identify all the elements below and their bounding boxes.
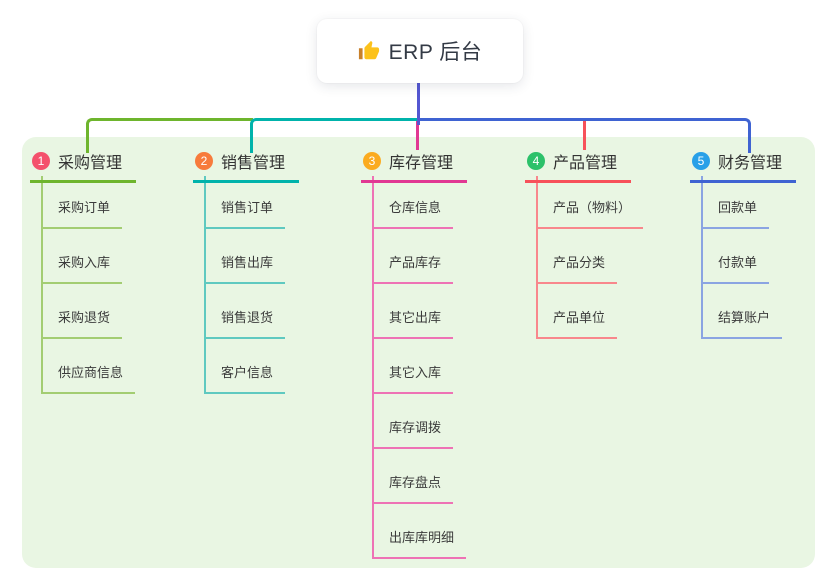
- child-node[interactable]: 销售出库: [206, 229, 286, 284]
- branch-children-2: 销售订单销售出库销售退货客户信息: [204, 176, 286, 394]
- connector-branch-3: [416, 121, 419, 150]
- connector-root-stem: [417, 83, 420, 125]
- child-node[interactable]: 采购退货: [43, 284, 135, 339]
- child-node-label[interactable]: 采购入库: [43, 252, 123, 284]
- branch-index-badge: 3: [363, 152, 381, 170]
- branch-children-3: 仓库信息产品库存其它出库其它入库库存调拨库存盘点出库库明细: [372, 176, 467, 559]
- thumbs-up-icon: [358, 40, 379, 60]
- branch-index-badge: 2: [195, 152, 213, 170]
- child-node-label[interactable]: 其它出库: [374, 307, 454, 339]
- branch-index-badge: 1: [32, 152, 50, 170]
- child-node[interactable]: 采购入库: [43, 229, 135, 284]
- child-node[interactable]: 仓库信息: [374, 176, 466, 229]
- branch-title-3[interactable]: 3 库存管理: [361, 149, 468, 183]
- child-node-label[interactable]: 库存调拨: [374, 417, 454, 449]
- child-node[interactable]: 销售订单: [206, 176, 286, 229]
- child-node-label[interactable]: 结算账户: [703, 307, 783, 339]
- connector-branch-5: [419, 118, 751, 153]
- child-node-label[interactable]: 产品分类: [538, 252, 618, 284]
- child-node[interactable]: 销售退货: [206, 284, 286, 339]
- child-node-label[interactable]: 销售退货: [206, 307, 286, 339]
- connector-branch-4: [583, 121, 586, 150]
- branch-title-label: 库存管理: [389, 155, 454, 172]
- child-node-label[interactable]: 采购订单: [43, 197, 123, 229]
- child-node[interactable]: 结算账户: [703, 284, 783, 339]
- branch-title-5[interactable]: 5 财务管理: [690, 149, 797, 183]
- root-node-label: ERP 后台: [388, 41, 483, 64]
- branch-title-label: 财务管理: [718, 155, 783, 172]
- branch-title-label: 产品管理: [553, 155, 618, 172]
- child-node-label[interactable]: 库存盘点: [374, 472, 454, 504]
- child-node[interactable]: 供应商信息: [43, 339, 136, 394]
- child-node-label[interactable]: 销售订单: [206, 197, 286, 229]
- child-node[interactable]: 产品单位: [538, 284, 643, 339]
- child-node-label[interactable]: 产品库存: [374, 252, 454, 284]
- child-node[interactable]: 出库库明细: [374, 504, 467, 559]
- connector-branch-1: [86, 118, 253, 153]
- child-node[interactable]: 产品库存: [374, 229, 466, 284]
- branch-title-2[interactable]: 2 销售管理: [193, 149, 300, 183]
- child-node-label[interactable]: 其它入库: [374, 362, 454, 394]
- child-node-label[interactable]: 产品（物料）: [538, 197, 644, 229]
- child-node[interactable]: 产品（物料）: [538, 176, 644, 229]
- branch-children-5: 回款单付款单结算账户: [701, 176, 783, 339]
- child-node-label[interactable]: 出库库明细: [374, 527, 467, 559]
- child-node[interactable]: 产品分类: [538, 229, 643, 284]
- child-node[interactable]: 库存调拨: [374, 394, 466, 449]
- branch-title-label: 采购管理: [58, 155, 123, 172]
- branch-index-badge: 4: [527, 152, 545, 170]
- child-node[interactable]: 其它入库: [374, 339, 466, 394]
- branch-index-badge: 5: [692, 152, 710, 170]
- branches-panel: [22, 137, 815, 568]
- child-node-label[interactable]: 采购退货: [43, 307, 123, 339]
- branch-children-1: 采购订单采购入库采购退货供应商信息: [41, 176, 136, 394]
- connector-branch-2: [250, 118, 422, 153]
- child-node[interactable]: 付款单: [703, 229, 782, 284]
- child-node-label[interactable]: 付款单: [703, 252, 770, 284]
- child-node-label[interactable]: 回款单: [703, 197, 770, 229]
- branch-title-4[interactable]: 4 产品管理: [525, 149, 632, 183]
- child-node[interactable]: 客户信息: [206, 339, 286, 394]
- child-node-label[interactable]: 供应商信息: [43, 362, 136, 394]
- child-node-label[interactable]: 销售出库: [206, 252, 286, 284]
- branch-title-label: 销售管理: [221, 155, 286, 172]
- child-node-label[interactable]: 客户信息: [206, 362, 286, 394]
- child-node[interactable]: 其它出库: [374, 284, 466, 339]
- child-node-label[interactable]: 仓库信息: [374, 197, 454, 229]
- child-node[interactable]: 库存盘点: [374, 449, 466, 504]
- child-node[interactable]: 采购订单: [43, 176, 135, 229]
- root-node[interactable]: ERP 后台: [317, 19, 523, 83]
- child-node[interactable]: 回款单: [703, 176, 782, 229]
- branch-children-4: 产品（物料） 产品分类产品单位: [536, 176, 644, 339]
- child-node-label[interactable]: 产品单位: [538, 307, 618, 339]
- branch-title-1[interactable]: 1 采购管理: [30, 149, 137, 183]
